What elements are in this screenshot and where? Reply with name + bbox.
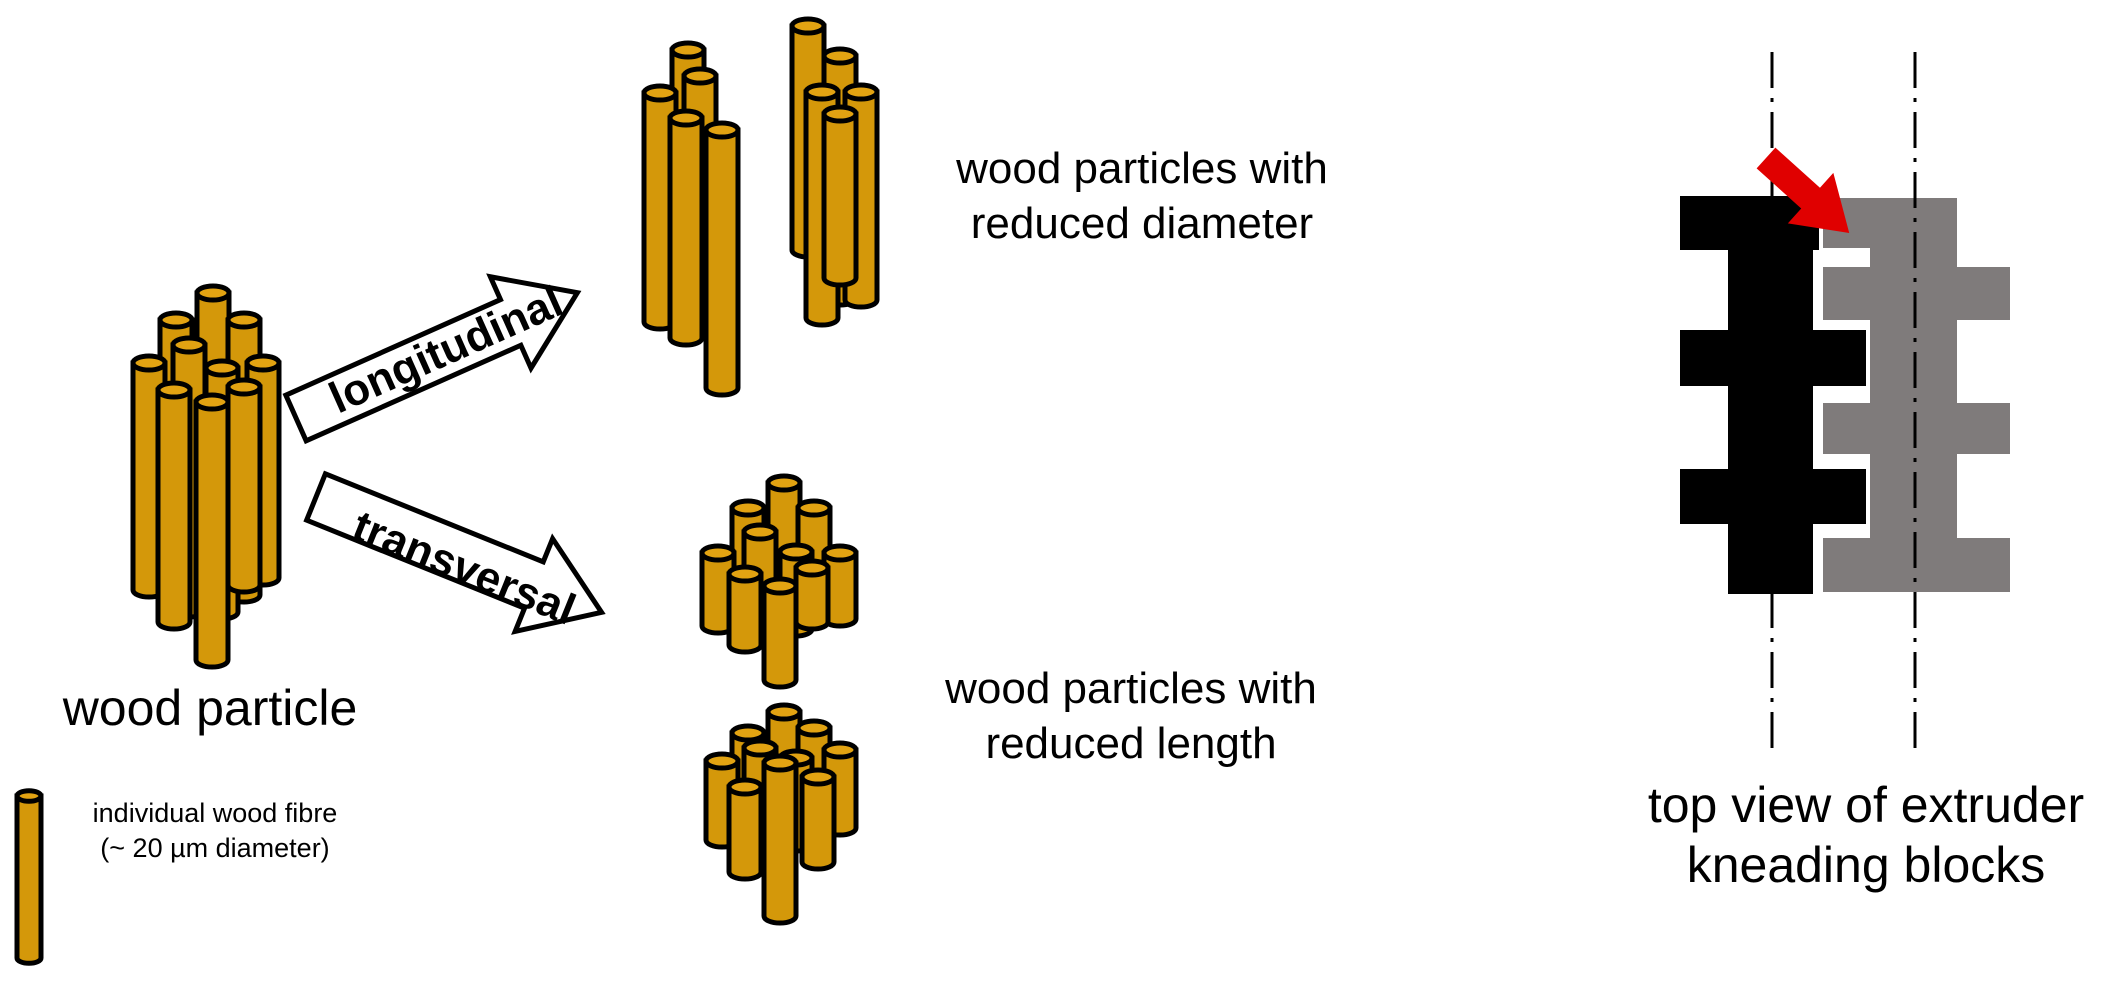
wood-fibre-body <box>703 127 741 398</box>
wood-particle-label: wood particle <box>62 680 358 736</box>
wood-fibre-body <box>155 387 193 632</box>
wood-fibre <box>726 777 764 882</box>
kneading-block-dark <box>1680 196 1866 594</box>
wood-fibre-end <box>726 564 764 584</box>
wood-fibre-end <box>761 753 799 773</box>
transversal-arrow: transversal <box>303 470 606 635</box>
wood-fibre-end <box>795 718 833 738</box>
wood-fibre-end <box>641 83 679 103</box>
wood-fibre <box>225 377 263 595</box>
wood-fibre-body <box>799 774 837 872</box>
reduced-length-label-line1: wood particles with <box>944 664 1317 713</box>
wood-fibre-body <box>761 760 799 926</box>
wood-fibre-end <box>765 473 803 493</box>
extruder-label-line1: top view of extruder <box>1648 777 2084 833</box>
wood-fibre-end <box>225 377 263 397</box>
wood-fibre <box>193 392 231 670</box>
reduced-length-bundle-upper <box>699 473 859 690</box>
red-pointer-arrow <box>1756 147 1850 233</box>
wood-fibre <box>793 558 831 632</box>
wood-fibre-body <box>193 399 231 670</box>
wood-fibre-body <box>225 384 263 595</box>
reduced-diameter-label-line1: wood particles with <box>955 144 1328 193</box>
wood-fibre-body <box>821 111 859 288</box>
wood-fibre-end <box>681 66 719 86</box>
extruder-label-line2: kneading blocks <box>1687 837 2046 893</box>
wood-fibre-end <box>765 702 803 722</box>
kneading-block-grey <box>1819 194 2014 596</box>
wood-fibre-end <box>225 310 263 330</box>
wood-fibre-end <box>155 380 193 400</box>
wood-fibre-end <box>789 16 827 36</box>
wood-fibre <box>799 767 837 872</box>
wood-fibre-end <box>821 104 859 124</box>
wood-fibre-end <box>726 777 764 797</box>
wood-fibre <box>14 788 44 966</box>
extruder-kneading-blocks <box>1680 52 2014 752</box>
wood-fibre <box>761 753 799 926</box>
legend-fibre-label-line2: (~ 20 µm diameter) <box>100 833 329 863</box>
wood-particle-bundle <box>130 283 282 670</box>
wood-fibre <box>667 108 705 348</box>
wood-fibre-end <box>14 788 44 804</box>
wood-fibre-body <box>14 793 44 966</box>
wood-fibre-end <box>761 576 799 596</box>
wood-fibre-end <box>842 82 880 102</box>
transversal-arrow-shape <box>303 470 606 635</box>
reduced-diameter-bundle-left <box>641 40 741 398</box>
wood-fibre-end <box>667 108 705 128</box>
wood-fibre <box>155 380 193 632</box>
wood-fibre-end <box>795 498 833 518</box>
wood-fibre-end <box>821 46 859 66</box>
wood-fibre-end <box>729 498 767 518</box>
wood-fibre <box>761 576 799 690</box>
wood-fibre-end <box>741 522 779 542</box>
wood-fibre <box>726 564 764 655</box>
wood-fibre-end <box>203 358 241 378</box>
wood-fibre-end <box>821 740 859 760</box>
wood-fibre-end <box>193 392 231 412</box>
wood-fibre-body <box>726 784 764 882</box>
wood-fibre-body <box>726 571 764 655</box>
wood-fibre-end <box>729 723 767 743</box>
wood-fibre-end <box>669 40 707 60</box>
legend-fibre-icon <box>14 788 44 966</box>
wood-fibre-end <box>803 82 841 102</box>
reduced-diameter-bundle-right <box>789 16 880 328</box>
wood-fibre-body <box>667 115 705 348</box>
wood-fibre-end <box>777 542 815 562</box>
wood-fibre-end <box>799 767 837 787</box>
reduced-length-bundle-lower <box>703 702 859 926</box>
reduced-diameter-label-line2: reduced diameter <box>971 199 1313 248</box>
wood-fibre-body <box>761 583 799 690</box>
wood-fibre <box>703 120 741 398</box>
wood-fibre-end <box>244 353 282 373</box>
legend-fibre-label-line1: individual wood fibre <box>93 798 338 828</box>
wood-fibre-end <box>703 120 741 140</box>
wood-fibre-end <box>170 335 208 355</box>
longitudinal-arrow: longitudinal <box>282 273 582 445</box>
wood-fibre <box>821 104 859 288</box>
wood-fibre-end <box>821 543 859 563</box>
wood-fibre-end <box>157 310 195 330</box>
reduced-length-label-line2: reduced length <box>985 719 1276 768</box>
wood-fibre-end <box>699 543 737 563</box>
wood-fibre-end <box>793 558 831 578</box>
wood-fibre-end <box>703 751 741 771</box>
wood-fibre-end <box>194 283 232 303</box>
wood-fibre-end <box>741 738 779 758</box>
longitudinal-arrow-shape <box>282 273 582 445</box>
wood-fibre-end <box>130 353 168 373</box>
